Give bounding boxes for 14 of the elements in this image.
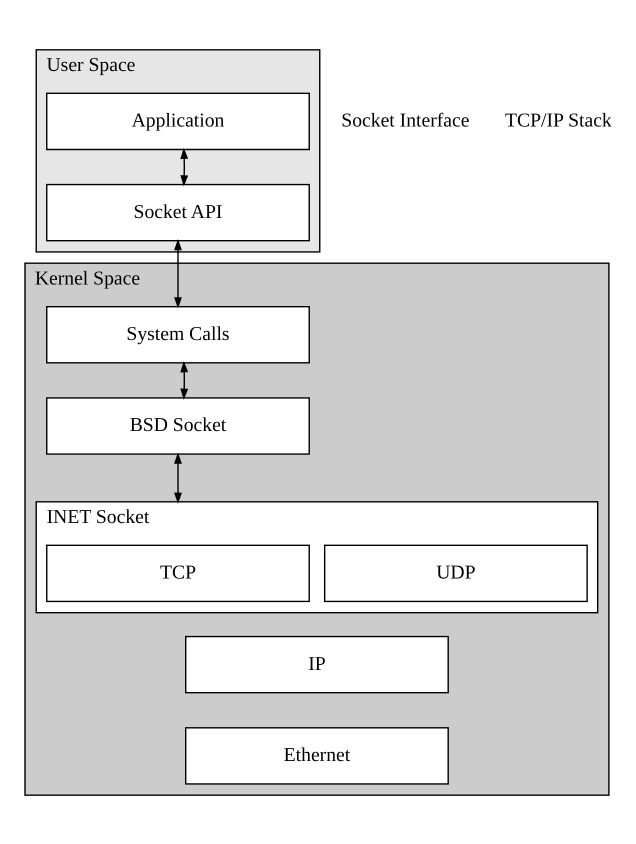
node-box: System Calls: [46, 306, 310, 364]
node-box: Ethernet: [185, 726, 449, 784]
node-box: Socket API: [46, 183, 310, 241]
node-box: IP: [185, 635, 449, 693]
arrow: [174, 452, 182, 504]
label: Socket Interface: [341, 109, 470, 132]
label: TCP/IP Stack: [504, 109, 612, 132]
arrow: [174, 238, 182, 308]
node-box: UDP: [324, 544, 588, 602]
node-box: TCP: [46, 544, 310, 602]
arrow: [180, 147, 188, 186]
arrow: [180, 360, 188, 400]
node-box: BSD Socket: [46, 396, 310, 454]
node-box: Application: [46, 92, 310, 150]
